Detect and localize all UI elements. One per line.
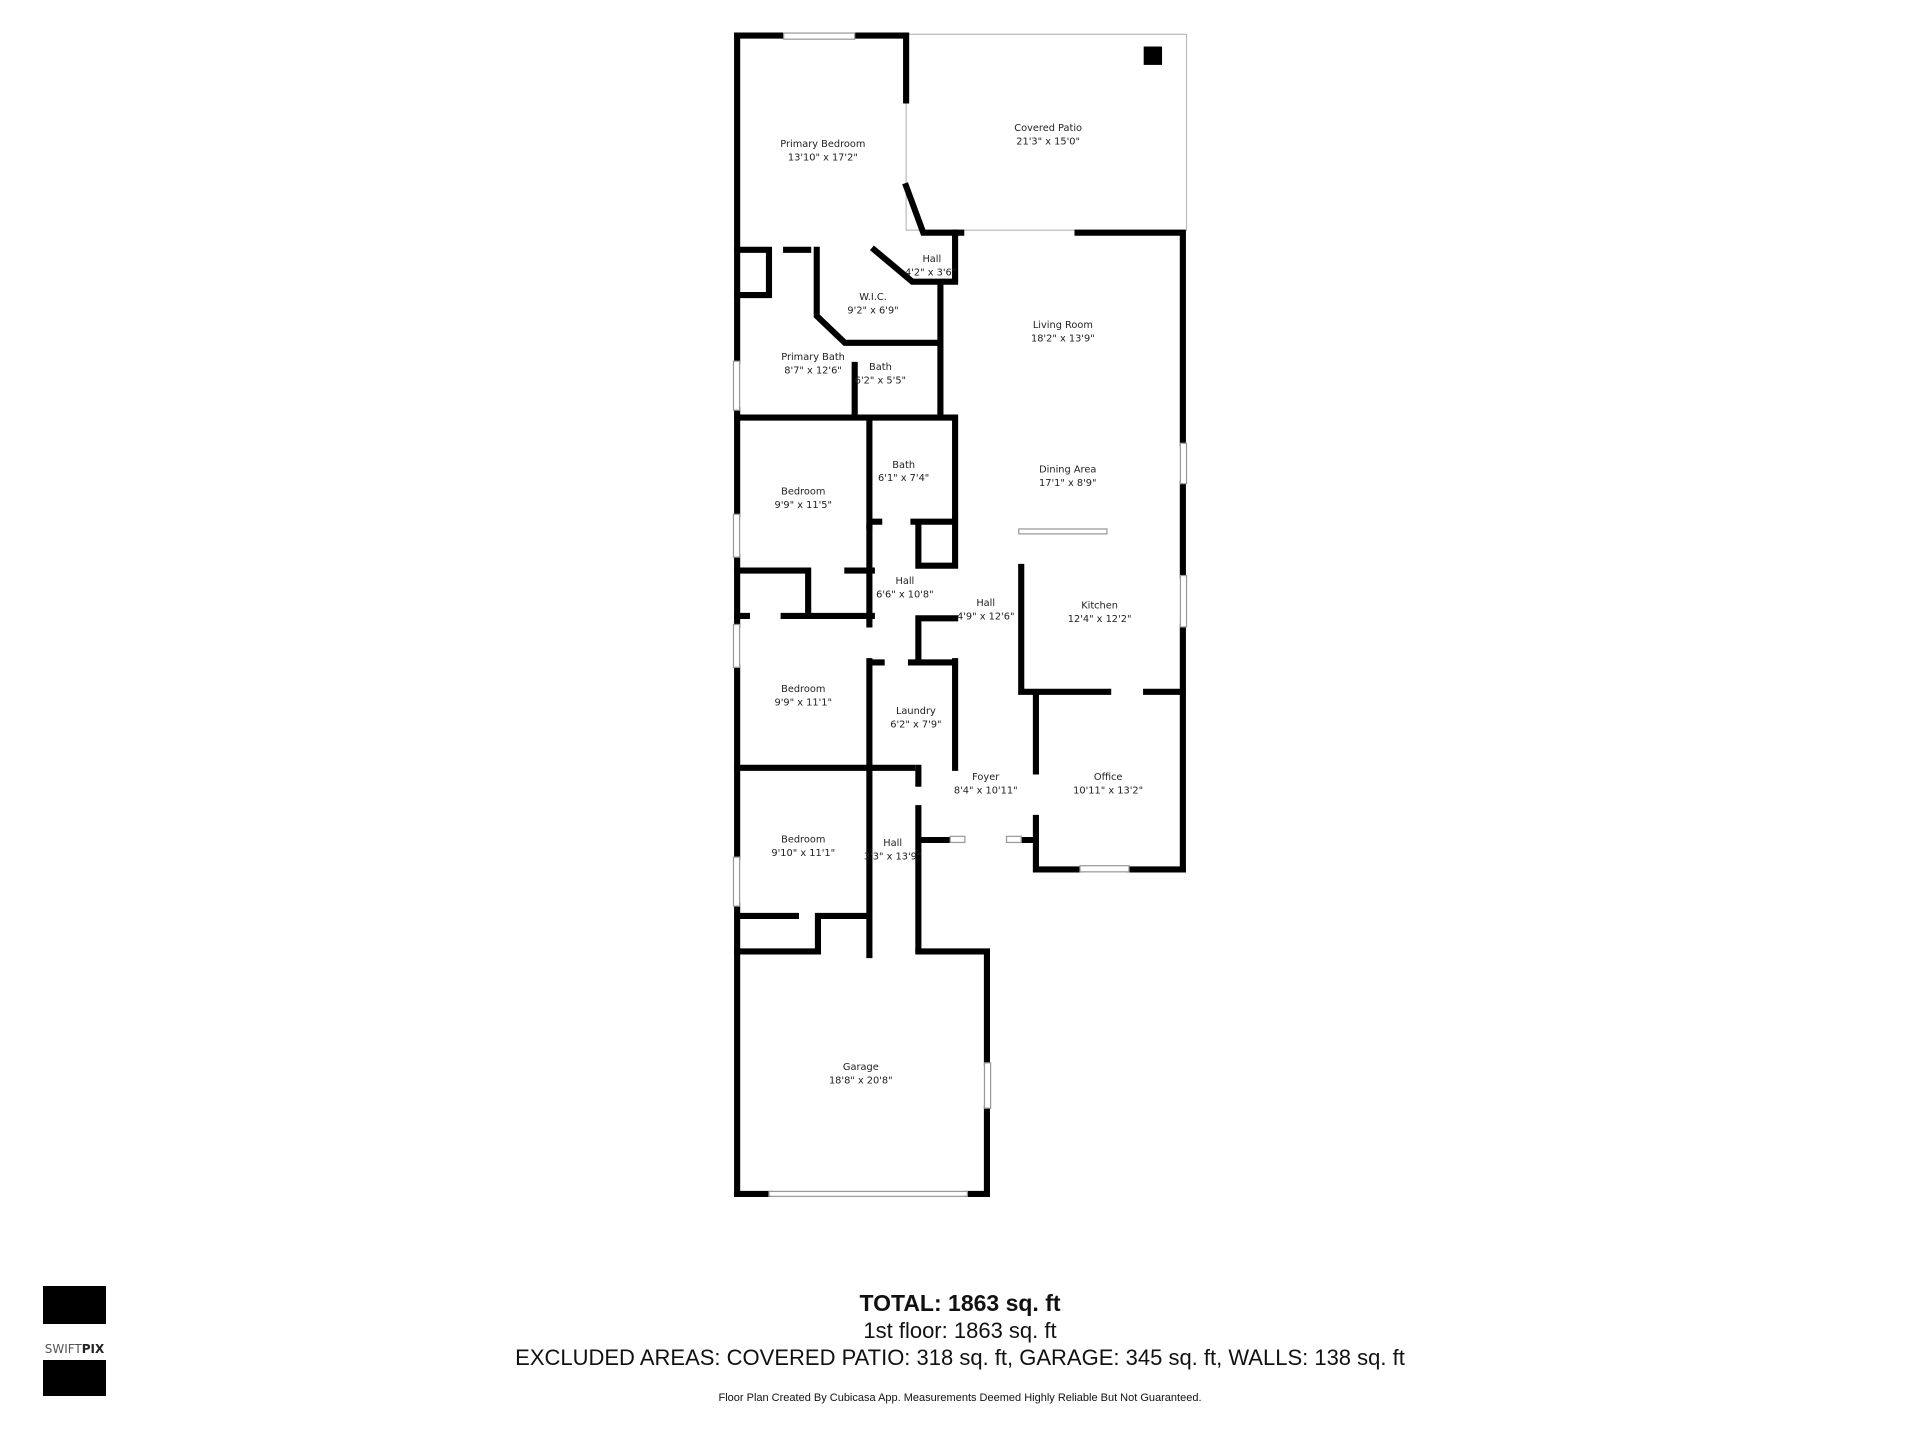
- room-size: 9'9" x 11'5": [775, 500, 833, 511]
- room-name: Hall: [922, 254, 941, 265]
- room-name: Laundry: [896, 706, 936, 717]
- total-area: TOTAL: 1863 sq. ft: [859, 1290, 1061, 1316]
- room-name: Office: [1094, 772, 1123, 783]
- room-size: 6'2" x 7'9": [890, 719, 941, 730]
- room-size: 17'1" x 8'9": [1039, 478, 1097, 489]
- room-size: 21'3" x 15'0": [1016, 136, 1080, 147]
- room-name: W.I.C.: [859, 292, 887, 303]
- room-size: 9'10" x 11'1": [771, 848, 835, 859]
- room-size: 3'3" x 13'9": [864, 852, 922, 863]
- room-name: Primary Bath: [781, 352, 845, 363]
- room-size: 8'4" x 10'11": [954, 785, 1018, 796]
- room-name: Bath: [869, 362, 892, 373]
- room-labels: Covered Patio 21'3" x 15'0" Primary Bedro…: [771, 123, 1143, 1087]
- room-name: Living Room: [1033, 320, 1093, 331]
- walls: [732, 32, 1188, 1197]
- room-size: 4'2" x 3'6": [905, 268, 956, 279]
- swiftpix-logo: SWIFTPIX: [43, 1286, 106, 1396]
- room-name: Foyer: [972, 772, 1000, 783]
- logo-text: SWIFT: [44, 1342, 82, 1356]
- floor-area: 1st floor: 1863 sq. ft: [863, 1318, 1057, 1343]
- room-name: Bedroom: [781, 684, 825, 695]
- room-size: 10'11" x 13'2": [1073, 785, 1143, 796]
- room-name: Hall: [976, 598, 995, 609]
- room-size: 18'2" x 13'9": [1031, 334, 1095, 345]
- room-name: Garage: [843, 1062, 879, 1073]
- room-name: Dining Area: [1039, 465, 1096, 476]
- patio-column: [1143, 46, 1163, 65]
- room-size: 6'1" x 7'4": [878, 473, 929, 484]
- room-name: Bath: [892, 460, 915, 471]
- room-name: Bedroom: [781, 487, 825, 498]
- room-size: 4'9" x 12'6": [957, 612, 1015, 623]
- room-size: 8'7" x 12'6": [784, 365, 841, 376]
- logo-text-bold: PIX: [81, 1342, 105, 1356]
- excluded-areas: EXCLUDED AREAS: COVERED PATIO: 318 sq. f…: [515, 1345, 1405, 1370]
- room-name: Covered Patio: [1014, 123, 1082, 134]
- room-size: 9'9" x 11'1": [775, 697, 833, 708]
- room-size: 6'6" x 10'8": [876, 590, 933, 601]
- credit-note: Floor Plan Created By Cubicasa App. Meas…: [718, 1392, 1202, 1404]
- room-name: Hall: [895, 576, 914, 587]
- room-name: Bedroom: [781, 834, 825, 845]
- room-name: Kitchen: [1081, 601, 1118, 612]
- room-name: Hall: [883, 838, 902, 849]
- room-name: Primary Bedroom: [780, 139, 865, 150]
- room-size: 13'10" x 17'2": [788, 152, 858, 163]
- room-size: 6'2" x 5'5": [855, 375, 906, 386]
- room-size: 12'4" x 12'2": [1068, 614, 1132, 625]
- room-size: 9'2" x 6'9": [847, 305, 898, 316]
- room-size: 18'8" x 20'8": [829, 1076, 893, 1087]
